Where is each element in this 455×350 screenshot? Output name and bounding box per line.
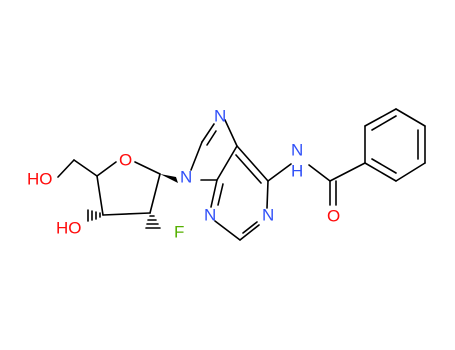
bond-carbonyl-phenyl <box>329 162 366 182</box>
bond-ph-6 <box>364 162 397 182</box>
amide-n-label: N <box>291 140 303 159</box>
bond-o4-c1 <box>134 161 161 175</box>
wedge-c1-n9 <box>160 174 178 183</box>
bond-c2-n1 <box>239 224 260 241</box>
fluoro-label: F <box>174 222 184 241</box>
bond-ph-inner-1 <box>371 115 397 131</box>
bond-ph-2 <box>364 108 397 127</box>
hydroxyl-5-label: HO <box>27 169 53 188</box>
bond-c8-n7 <box>201 123 215 143</box>
n7-label: N <box>214 106 226 125</box>
bond-c3-c4 <box>96 175 104 216</box>
bond-n3-c2 <box>214 220 241 241</box>
n3-label: N <box>204 205 216 224</box>
hydroxyl-3-label: HO <box>56 218 82 237</box>
n1-label: N <box>262 205 274 224</box>
bond-c5-o5 <box>57 159 75 178</box>
bond-n9-c8 <box>190 141 203 171</box>
hash-c3-oh <box>87 209 101 222</box>
bond-c2-n1-inner <box>242 221 258 234</box>
bond-n7-c5 <box>224 119 238 147</box>
bond-c6-nh <box>267 163 292 182</box>
bond-ph-5 <box>395 162 426 182</box>
bond-ph-3 <box>395 108 426 127</box>
bond-c4-n3 <box>210 179 218 208</box>
hash-c2-f <box>145 215 161 229</box>
carbonyl-oxygen-label: O <box>327 206 340 225</box>
bond-c1-c2 <box>149 173 161 214</box>
n9-label: N <box>180 167 192 186</box>
bond-c4-c5 <box>73 159 98 177</box>
bond-c4-o4 <box>96 161 117 177</box>
bond-c5-c4 <box>216 145 238 181</box>
bond-c8-n7-inner <box>206 130 217 146</box>
bond-n1-c6 <box>266 180 269 209</box>
amide-h-label: H <box>291 161 303 180</box>
ring-oxygen-label: O <box>119 150 132 169</box>
bond-c2-c3 <box>102 212 151 216</box>
bond-c6-c5-inner <box>235 154 262 184</box>
bond-c4-n3-inner <box>217 183 224 206</box>
bond-ph-inner-3 <box>371 158 397 174</box>
bond-nh-carbonyl <box>308 164 331 182</box>
bond-c6-c5 <box>236 145 269 182</box>
